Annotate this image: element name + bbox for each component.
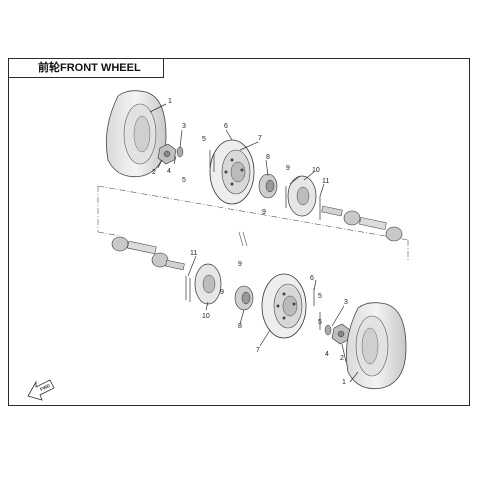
callout-5-upper-b: 5 bbox=[182, 177, 186, 184]
callout-10-lower: 10 bbox=[202, 313, 210, 320]
fwd-label: FWD bbox=[39, 383, 51, 392]
callout-7-upper: 7 bbox=[258, 135, 262, 142]
drive-shaft-lower bbox=[111, 236, 185, 271]
tire-lower bbox=[346, 302, 407, 390]
title-box: 前轮FRONT WHEEL bbox=[8, 58, 164, 78]
callout-1-lower: 1 bbox=[342, 379, 346, 386]
tire-upper bbox=[106, 90, 167, 178]
page-title: 前轮FRONT WHEEL bbox=[38, 62, 141, 74]
callout-5-lower-a: 5 bbox=[318, 293, 322, 300]
callout-3-lower: 3 bbox=[344, 299, 348, 306]
callout-9-lower-a: 9 bbox=[238, 261, 242, 268]
callout-2-upper: 2 bbox=[152, 169, 156, 176]
drive-shaft-upper bbox=[321, 205, 403, 242]
hub-lower bbox=[234, 285, 254, 311]
callout-10-upper: 10 bbox=[312, 167, 320, 174]
brake-disc-upper bbox=[287, 175, 317, 217]
callout-3-upper: 3 bbox=[182, 123, 186, 130]
callout-4-lower: 4 bbox=[325, 351, 329, 358]
callout-8-lower: 8 bbox=[238, 323, 242, 330]
callout-8-upper: 8 bbox=[266, 154, 270, 161]
callout-1-upper: 1 bbox=[168, 98, 172, 105]
callout-9-upper-b: 9 bbox=[262, 209, 266, 216]
callout-9-lower-b: 9 bbox=[220, 289, 224, 296]
callout-6-upper: 6 bbox=[224, 123, 228, 130]
diagram-frame bbox=[8, 58, 470, 406]
center-line bbox=[97, 185, 409, 262]
leader-lines bbox=[149, 103, 359, 383]
callouts: 1 2 3 4 5 5 6 7 8 9 9 10 11 11 10 9 9 8 … bbox=[152, 98, 348, 386]
bolts-lower bbox=[185, 276, 321, 330]
hub-nut-lower bbox=[331, 323, 351, 345]
washer-upper bbox=[176, 146, 184, 158]
callout-6-lower: 6 bbox=[310, 275, 314, 282]
callout-2-lower: 2 bbox=[340, 355, 344, 362]
wheel-rim-upper bbox=[209, 139, 255, 205]
hub-nut-upper bbox=[157, 143, 177, 165]
callout-5-lower-b: 5 bbox=[318, 319, 322, 326]
fwd-arrow: FWD bbox=[27, 379, 55, 401]
bolts-upper bbox=[209, 150, 321, 220]
washer-lower bbox=[324, 324, 332, 336]
brake-disc-lower bbox=[194, 263, 222, 305]
callout-5-upper-a: 5 bbox=[202, 136, 206, 143]
callout-9-upper-a: 9 bbox=[286, 165, 290, 172]
callout-7-lower: 7 bbox=[256, 347, 260, 354]
callout-11-upper: 11 bbox=[322, 178, 329, 185]
callout-4-upper: 4 bbox=[167, 168, 171, 175]
callout-11-lower: 11 bbox=[190, 250, 197, 257]
hub-upper bbox=[258, 173, 278, 199]
wheel-rim-lower bbox=[261, 273, 307, 339]
